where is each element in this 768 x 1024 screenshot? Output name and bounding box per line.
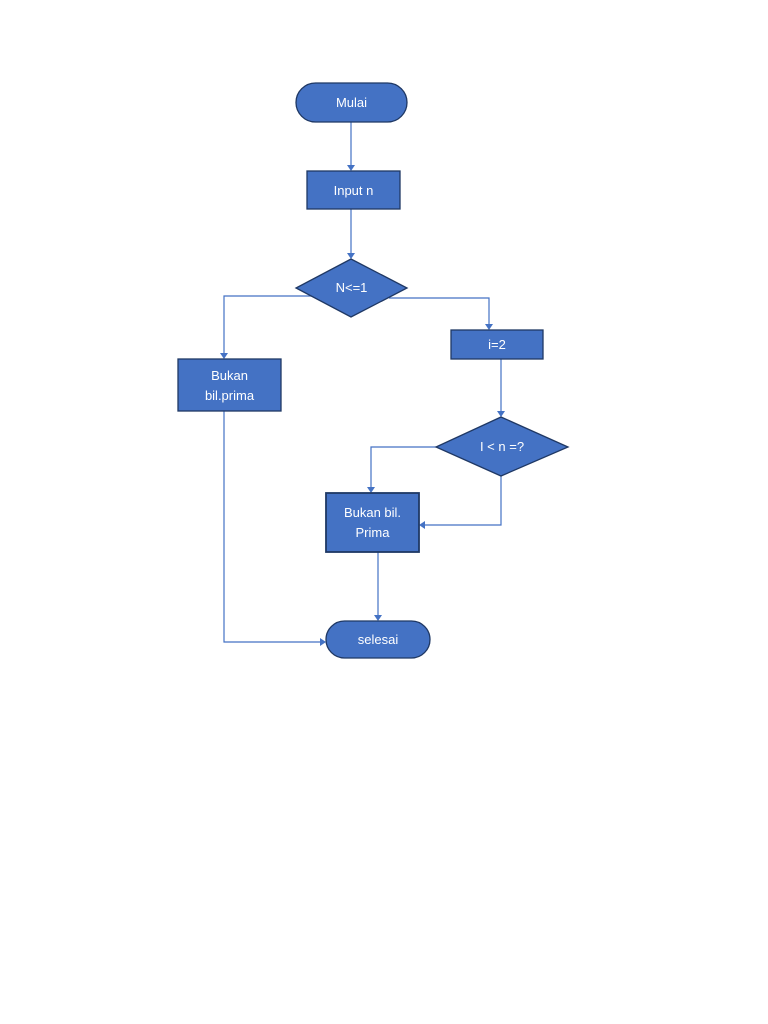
edge-decision1-to-init	[389, 297, 490, 324]
edge-left-to-end	[223, 411, 320, 643]
arrowhead	[347, 253, 355, 259]
node-not-prime-left-shape	[177, 358, 282, 412]
node-decision2-shape	[434, 416, 570, 477]
node-end: selesai	[325, 620, 431, 659]
node-start-shape	[295, 82, 408, 123]
node-init: i=2	[450, 329, 544, 360]
node-not-prime-mid-shape	[325, 492, 420, 553]
node-end-shape	[325, 620, 431, 659]
arrowhead	[497, 411, 505, 417]
node-decision1: N<=1	[294, 258, 409, 318]
node-input-label: Input n	[334, 183, 374, 198]
node-decision2: I < n =?	[434, 416, 570, 477]
arrowhead	[347, 165, 355, 171]
arrowhead	[374, 615, 382, 621]
edge-decision2-left-to-mid	[370, 446, 436, 487]
node-end-label: selesai	[358, 632, 399, 647]
connectors	[220, 122, 505, 646]
arrowhead	[485, 324, 493, 330]
arrowhead	[419, 521, 425, 529]
edge-decision2-bottom-to-mid	[425, 476, 502, 526]
arrowhead	[220, 353, 228, 359]
node-not-prime-left-line1: Bukan	[211, 368, 248, 383]
node-start: Mulai	[295, 82, 408, 123]
node-input-shape	[306, 170, 401, 210]
node-init-label: i=2	[488, 337, 506, 352]
node-input: Input n	[306, 170, 401, 210]
arrowhead	[320, 638, 326, 646]
node-not-prime-mid-line2: Prima	[356, 525, 391, 540]
node-start-label: Mulai	[336, 95, 367, 110]
node-not-prime-left-line2: bil.prima	[205, 388, 255, 403]
node-not-prime-left: Bukan bil.prima	[177, 358, 282, 412]
node-not-prime-mid: Bukan bil. Prima	[325, 492, 420, 553]
node-init-shape	[450, 329, 544, 360]
node-not-prime-mid-line1: Bukan bil.	[344, 505, 401, 520]
arrowhead	[367, 487, 375, 493]
node-decision2-label: I < n =?	[480, 439, 524, 454]
edge-decision1-to-left	[223, 295, 313, 353]
node-decision1-label: N<=1	[336, 280, 368, 295]
node-decision1-shape	[294, 258, 409, 318]
